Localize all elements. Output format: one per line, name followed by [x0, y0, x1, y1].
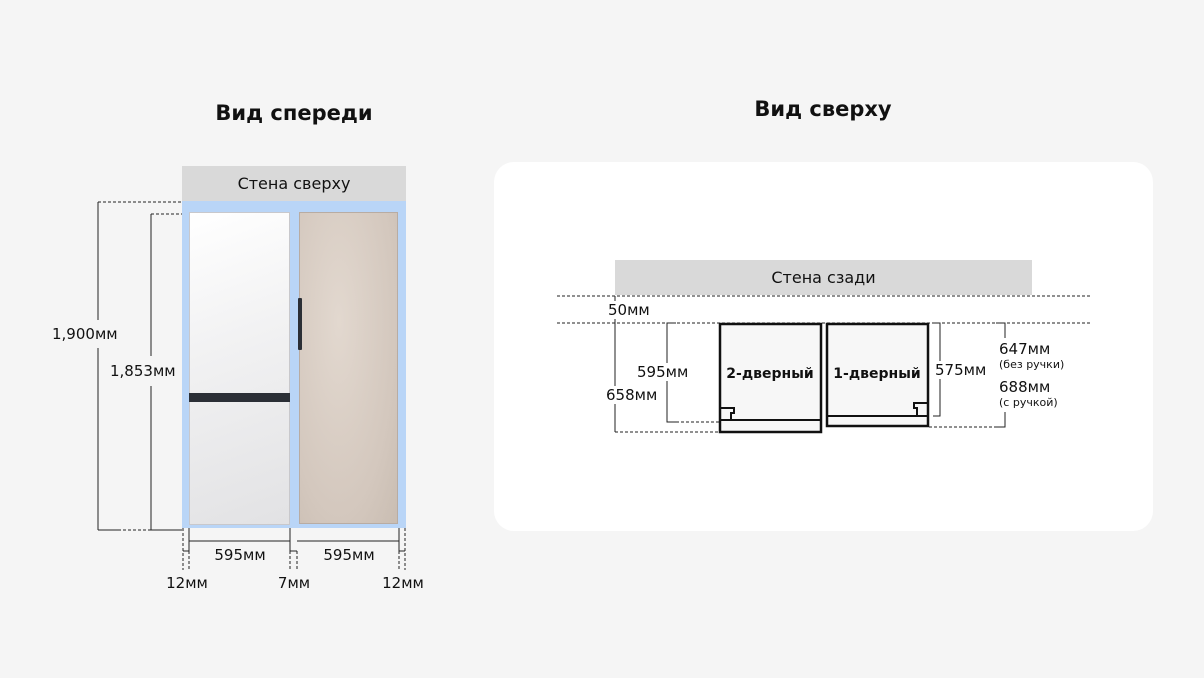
wall-back-band: Стена сзади	[615, 260, 1032, 295]
label-2door: 2-дверный	[726, 366, 814, 382]
wall-back-label: Стена сзади	[771, 268, 876, 287]
height-total-label: 1,900мм	[52, 325, 118, 343]
depth-no-handle-label: 647мм	[999, 340, 1051, 358]
depth-2door-label: 595мм	[637, 363, 689, 381]
front-view-title: Вид спереди	[215, 101, 373, 125]
gap-right-label: 12мм	[382, 574, 424, 592]
depth-1door-label: 575мм	[935, 361, 987, 379]
wall-top-band: Стена сверху	[182, 166, 406, 201]
with-handle-note: (с ручкой)	[999, 396, 1058, 409]
fridge-1door-handle	[298, 298, 302, 350]
depth-total-label: 658мм	[606, 386, 658, 404]
wall-gap-label: 50мм	[608, 301, 650, 319]
fridge-2door	[189, 212, 290, 525]
depth-with-handle-label: 688мм	[999, 378, 1051, 396]
fridge-2door-handle-bar	[189, 393, 290, 402]
gap-middle-label: 7мм	[277, 574, 311, 592]
width-left-label: 595мм	[214, 546, 266, 564]
label-1door: 1-дверный	[833, 366, 921, 382]
gap-left-label: 12мм	[166, 574, 208, 592]
width-right-label: 595мм	[323, 546, 375, 564]
wall-top-label: Стена сверху	[237, 174, 351, 193]
top-view-title: Вид сверху	[754, 97, 892, 121]
no-handle-note: (без ручки)	[999, 358, 1065, 371]
height-fridge-label: 1,853мм	[110, 362, 176, 380]
fridge-1door	[299, 212, 398, 524]
